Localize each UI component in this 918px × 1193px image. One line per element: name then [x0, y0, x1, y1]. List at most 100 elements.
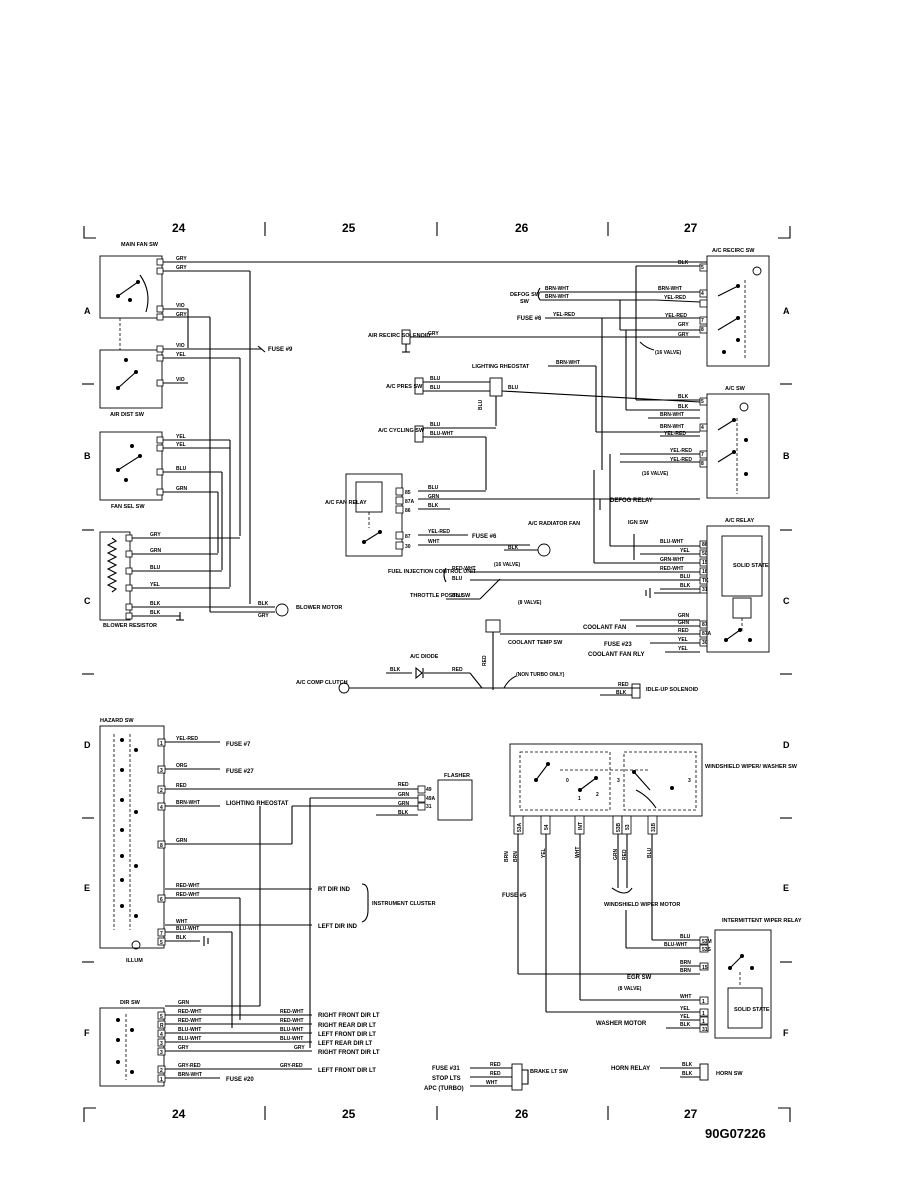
svg-text:RIGHT FRONT DIR LT: RIGHT FRONT DIR LT	[318, 1050, 380, 1056]
svg-text:FUSE #27: FUSE #27	[226, 769, 254, 775]
svg-text:YEL-RED: YEL-RED	[670, 448, 692, 454]
svg-text:5: 5	[701, 265, 704, 271]
svg-text:VIO: VIO	[176, 343, 185, 349]
ac-relay-wiring: BLU-WHT YEL GRN-WHT RED-WHT BLU BLK	[470, 470, 700, 598]
svg-text:RED-WHT: RED-WHT	[176, 883, 200, 889]
svg-text:5: 5	[160, 1014, 163, 1020]
svg-text:YEL-RED: YEL-RED	[553, 312, 575, 318]
svg-text:VIO: VIO	[176, 377, 185, 383]
svg-text:BLU: BLU	[430, 385, 441, 391]
svg-text:BLU-WHT: BLU-WHT	[280, 1036, 303, 1042]
column-labels-top: 24 25 26 27	[172, 221, 698, 235]
svg-text:4: 4	[701, 425, 704, 431]
fan-wiring	[132, 261, 707, 617]
svg-text:RIGHT REAR DIR LT: RIGHT REAR DIR LT	[318, 1023, 376, 1029]
svg-text:3: 3	[160, 1041, 163, 1047]
svg-text:GRN: GRN	[398, 792, 410, 798]
ac-fan-relay-wiring: BLU GRN BLK YEL-RED FUSE #6 WHT	[418, 485, 700, 546]
svg-text:YEL: YEL	[680, 1006, 690, 1012]
flasher: FLASHER 49 49A 31 RED GRN GRN BLK	[310, 773, 473, 821]
svg-text:FUSE #9: FUSE #9	[268, 347, 293, 353]
svg-text:RED-WHT: RED-WHT	[280, 1018, 304, 1024]
svg-text:GRY: GRY	[176, 265, 187, 271]
svg-text:(16 VALVE): (16 VALVE)	[642, 471, 669, 477]
svg-text:(16 VALVE): (16 VALVE)	[655, 350, 682, 356]
svg-text:COOLANT TEMP SW: COOLANT TEMP SW	[508, 640, 563, 646]
svg-text:LEFT DIR IND: LEFT DIR IND	[318, 924, 358, 930]
svg-text:GRY: GRY	[294, 1045, 305, 1051]
svg-text:BLOWER RESISTOR: BLOWER RESISTOR	[103, 623, 157, 629]
svg-text:86: 86	[702, 542, 708, 548]
svg-text:GRY: GRY	[176, 312, 187, 318]
svg-text:GRY-RED: GRY-RED	[178, 1063, 201, 1069]
col-25-bottom: 25	[342, 1107, 356, 1121]
svg-text:GRN: GRN	[613, 849, 619, 861]
air-dist-switch: AIR DIST SW	[99, 345, 164, 418]
svg-text:15: 15	[702, 965, 708, 971]
svg-text:6: 6	[160, 897, 163, 903]
svg-text:RED-WHT: RED-WHT	[280, 1009, 304, 1015]
svg-text:7: 7	[701, 318, 704, 324]
svg-text:BRN-WHT: BRN-WHT	[660, 424, 684, 430]
svg-text:GRY: GRY	[178, 1045, 189, 1051]
svg-text:0: 0	[566, 778, 569, 784]
svg-text:4: 4	[160, 805, 163, 811]
svg-text:(8 VALVE): (8 VALVE)	[618, 986, 642, 992]
row-a-left: A	[84, 306, 91, 316]
svg-text:53S: 53S	[702, 947, 712, 953]
svg-text:YEL: YEL	[541, 848, 547, 858]
svg-text:RED-WHT: RED-WHT	[178, 1018, 202, 1024]
svg-text:FAN SEL SW: FAN SEL SW	[111, 504, 145, 510]
svg-text:BLK: BLK	[428, 503, 439, 509]
svg-text:87: 87	[405, 534, 411, 540]
svg-text:BLU: BLU	[430, 422, 441, 428]
svg-text:GRN: GRN	[678, 613, 690, 619]
col-24-top: 24	[172, 221, 186, 235]
wiper-wiring: BRN BRN YEL WHT GRN RED BLU	[504, 834, 700, 1029]
svg-text:BLK: BLK	[150, 610, 161, 616]
svg-text:MAIN FAN SW: MAIN FAN SW	[121, 242, 159, 248]
ac-comp-clutch: A/C COMP CLUTCH (NON TURBO ONLY)	[296, 672, 565, 694]
col-26-bottom: 26	[515, 1107, 529, 1121]
svg-text:RED: RED	[398, 782, 409, 788]
intermittent-wiper-relay: INTERMITTENT WIPER RELAY SOLID STATE 53M…	[664, 918, 802, 1039]
svg-text:WHT: WHT	[680, 994, 691, 1000]
coolant-fan-wiring: COOLANT FAN GRN GRN RED FUSE #23 YEL COO…	[520, 613, 700, 658]
svg-text:BLU: BLU	[647, 847, 653, 858]
washer-motor: WASHER MOTOR	[596, 1021, 647, 1027]
svg-text:IDLE-UP SOLENOID: IDLE-UP SOLENOID	[646, 687, 698, 693]
svg-text:BRN-WHT: BRN-WHT	[178, 1072, 202, 1078]
svg-text:BLU-WHT: BLU-WHT	[660, 539, 683, 545]
svg-text:1: 1	[702, 999, 705, 1005]
main-fan-switch: MAIN FAN SW	[99, 242, 164, 321]
row-e-right: E	[783, 883, 789, 893]
ac-fan-relay: A/C FAN RELAY 85 87A 86 87 30	[325, 473, 415, 557]
svg-text:BLK: BLK	[680, 1022, 691, 1028]
svg-text:3: 3	[160, 1050, 163, 1056]
svg-text:THROTTLE POSTN SW: THROTTLE POSTN SW	[410, 593, 471, 599]
svg-text:54: 54	[544, 824, 550, 830]
fan-wire-labels: GRY GRY VIO GRY VIO YEL VIO YEL YEL BLU …	[150, 256, 269, 619]
row-d-right: D	[783, 740, 790, 750]
svg-text:WHT: WHT	[176, 919, 187, 925]
svg-text:53M: 53M	[702, 939, 712, 945]
row-a-right: A	[783, 306, 790, 316]
svg-text:RED: RED	[622, 849, 628, 860]
svg-text:SW: SW	[520, 299, 530, 305]
svg-text:INSTRUMENT CLUSTER: INSTRUMENT CLUSTER	[372, 901, 436, 907]
svg-text:87: 87	[702, 622, 708, 628]
svg-text:HAZARD SW: HAZARD SW	[100, 718, 134, 724]
fuel-injection-control-unit: FUEL INJECTION CONTROL UNIT RED-WHT BLU	[388, 566, 477, 583]
svg-text:WHT: WHT	[486, 1080, 497, 1086]
svg-text:COOLANT FAN RLY: COOLANT FAN RLY	[588, 652, 644, 658]
svg-text:TK: TK	[702, 578, 709, 584]
svg-text:RED: RED	[490, 1062, 501, 1068]
svg-text:BRN-WHT: BRN-WHT	[176, 800, 200, 806]
svg-text:YEL: YEL	[678, 637, 688, 643]
ac-cycling-sw: A/C CYCLING SW BLU BLU-WHT	[378, 422, 496, 490]
svg-text:BRN-WHT: BRN-WHT	[556, 360, 580, 366]
svg-text:INT: INT	[578, 822, 584, 830]
svg-text:AIR DIST SW: AIR DIST SW	[110, 412, 145, 418]
svg-text:BLU: BLU	[176, 466, 187, 472]
